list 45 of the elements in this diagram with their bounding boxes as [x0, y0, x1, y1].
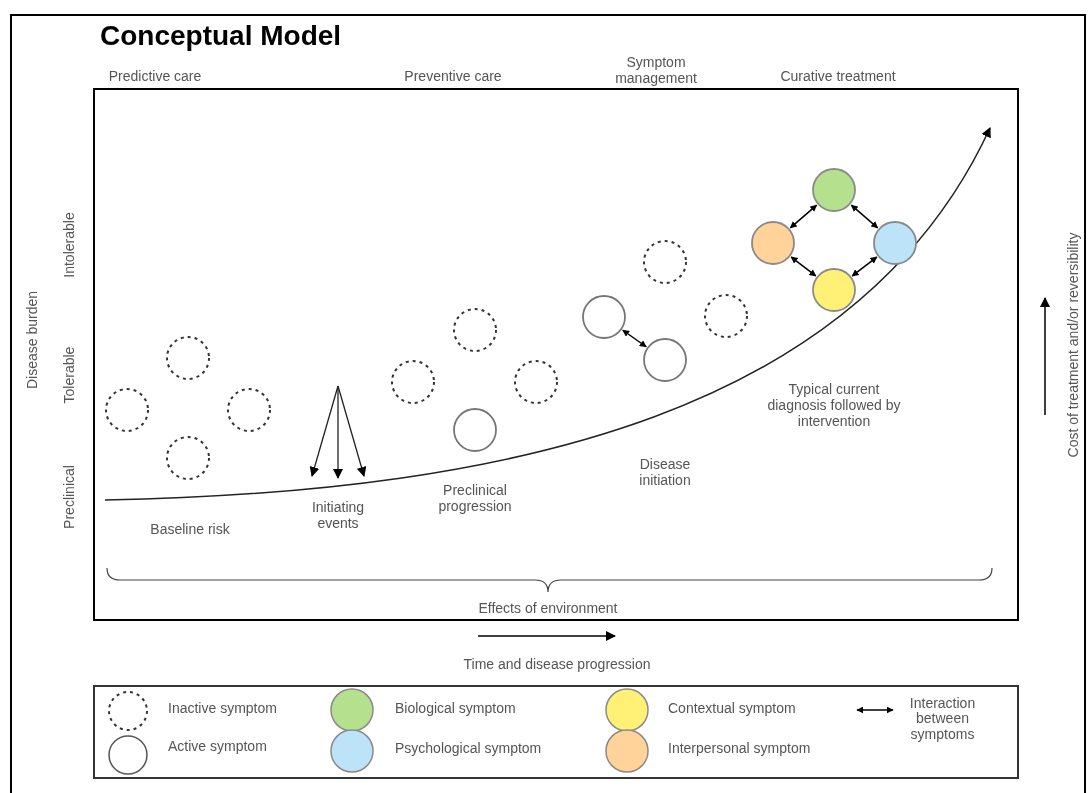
stage-label: Effects of environment: [477, 599, 619, 617]
stage-label: Baseline risk: [149, 520, 231, 538]
legend-label: Interpersonal symptom: [668, 740, 812, 758]
inactive-symptom-circle: [453, 308, 497, 352]
interaction-arrow: [789, 204, 818, 229]
inactive-symptom-circle: [643, 240, 687, 284]
symptom-circle: [751, 221, 795, 265]
active-symptom-circle: [582, 295, 626, 339]
legend-label: Active symptom: [168, 738, 268, 756]
stage-label: Preventive care: [403, 67, 503, 85]
symptom-circle: [873, 221, 917, 265]
interaction-arrow: [622, 329, 647, 348]
title: Conceptual Model: [100, 19, 342, 53]
legend-label: Psychological symptom: [395, 740, 543, 758]
stage-label: Typical current diagnosis followed by intervention: [766, 380, 902, 430]
stage-label: Disease initiation: [638, 455, 692, 489]
inactive-symptom-circle: [514, 360, 558, 404]
interaction-arrow: [850, 204, 879, 229]
axis-label: Preclinical: [61, 465, 79, 529]
stage-label: Predictive care: [107, 67, 203, 85]
inactive-symptom-circle: [166, 436, 210, 480]
inactive-symptom-circle: [227, 388, 271, 432]
stage-label: Curative treatment: [779, 67, 897, 85]
axis-label: Intolerable: [61, 212, 79, 278]
symptom-circle: [812, 268, 856, 312]
axis-label: Tolerable: [61, 346, 79, 404]
inactive-symptom-circle: [704, 294, 748, 338]
symptom-circle: [812, 168, 856, 212]
active-symptom-circle: [453, 408, 497, 452]
active-symptom-circle: [643, 338, 687, 382]
stage-label: Symptom management: [614, 53, 698, 87]
stage-label: Preclinical progression: [437, 481, 513, 515]
axis-label: Disease burden: [24, 290, 42, 390]
inactive-symptom-circle: [166, 336, 210, 380]
legend-label: Contextual symptom: [668, 700, 797, 718]
legend-label: Interaction between symptoms: [908, 696, 977, 743]
legend-label: Biological symptom: [395, 700, 517, 718]
legend-label: Inactive symptom: [168, 700, 278, 718]
inactive-symptom-circle: [391, 360, 435, 404]
stage-label: Initiating events: [310, 498, 366, 532]
axis-label: Cost of treatment and/or reversibility: [1065, 232, 1083, 458]
stage-label: Time and disease progression: [462, 655, 652, 673]
inactive-symptom-circle: [105, 388, 149, 432]
interaction-arrow: [851, 256, 878, 277]
interaction-arrow: [790, 256, 817, 277]
